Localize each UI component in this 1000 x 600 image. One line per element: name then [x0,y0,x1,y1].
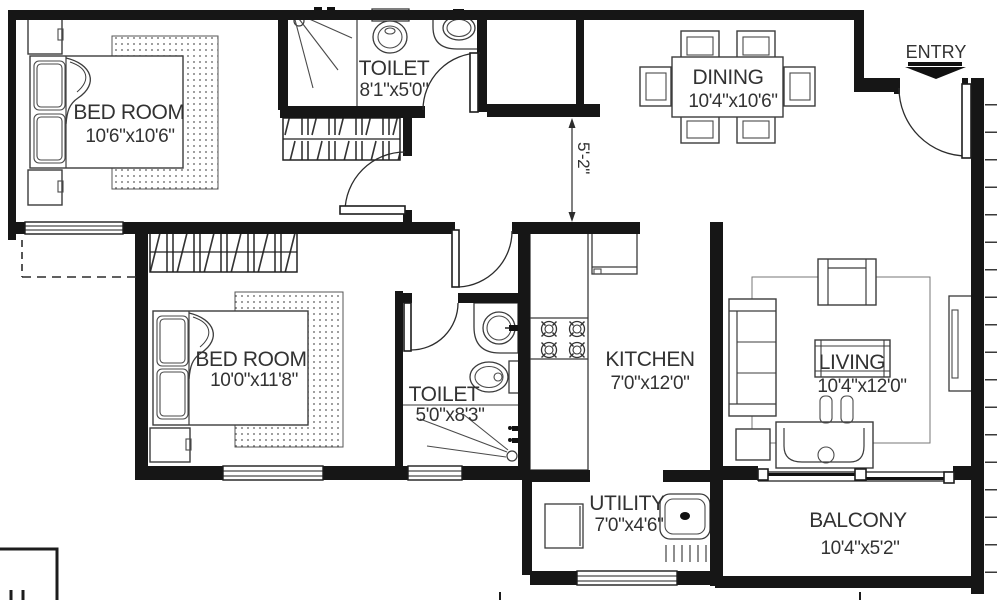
dining-label: DINING [692,66,763,89]
living-side-table [735,428,771,461]
utility-label: UTILITY [589,492,665,515]
bedroom2-bed [152,310,309,426]
windows [24,221,678,586]
utility-size: 7'0"x4'6" [595,515,664,536]
bedroom2-wardrobe [149,232,298,273]
bedroom2-nightstand [149,427,192,463]
dining-size: 10'4"x10'6" [688,91,777,112]
bedroom2-window [222,465,324,481]
passage-dimension: 5'-2" [568,118,593,222]
utility-window [576,570,678,586]
ledge-dashed-outline [21,240,136,278]
bedroom2-label: BED ROOM [195,348,306,371]
bedroom1-wardrobe [282,117,401,161]
living-size: 10'4"x12'0" [817,376,906,397]
dining-chairs [639,30,816,144]
bedroom1-bed [29,55,184,169]
living-sofa [728,298,777,417]
walls [8,10,984,594]
toilet2-basin [473,302,519,354]
toilet1-label: TOILET [359,57,430,80]
room-labels: BED ROOM 10'6"x10'6" TOILET 8'1"x5'0" DI… [73,57,907,559]
toilet1-door [422,52,481,113]
toilet2-label: TOILET [409,383,480,406]
kitchen-fridge [591,229,638,275]
toilet2-door [403,302,459,352]
toilet2-size: 5'0"x8'3" [416,405,485,426]
balcony-sliding-door [757,468,955,484]
toilet2-wc [469,360,521,394]
living-label: LIVING [819,351,885,374]
bedroom1-size: 10'6"x10'6" [85,126,174,147]
toilet2-shower [419,413,521,462]
balcony-label: BALCONY [809,509,907,532]
toilet2-window [407,465,463,481]
living-loveseat [775,395,874,469]
kitchen-size: 7'0"x12'0" [610,373,689,394]
dining-table [671,56,784,118]
utility-sink [659,493,711,562]
bedroom2-size: 10'0"x11'8" [210,370,298,391]
living-armchair [817,258,877,306]
utility-washing-machine [544,503,584,549]
entry-marker: ENTRY [905,42,966,79]
passage-dimension-label: 5'-2" [574,142,593,174]
bedroom1-door [339,151,406,215]
kitchen-label: KITCHEN [605,348,694,371]
toilet1-size: 8'1"x5'0" [360,80,429,101]
living-tv-unit [948,295,973,392]
entry-label: ENTRY [906,42,967,62]
bedroom1-window [24,221,124,235]
bedroom1-label: BED ROOM [73,101,184,124]
bedroom1-nightstand-top [27,16,64,55]
doors [339,52,972,352]
living-center-table [814,339,891,378]
toilet1-basin [432,9,482,50]
bedroom1-nightstand-bottom [27,169,64,206]
entry-door [898,83,972,159]
adjacent-structure-corner [0,547,861,600]
hall-door [451,229,513,288]
balcony-size: 10'4"x5'2" [820,538,899,559]
